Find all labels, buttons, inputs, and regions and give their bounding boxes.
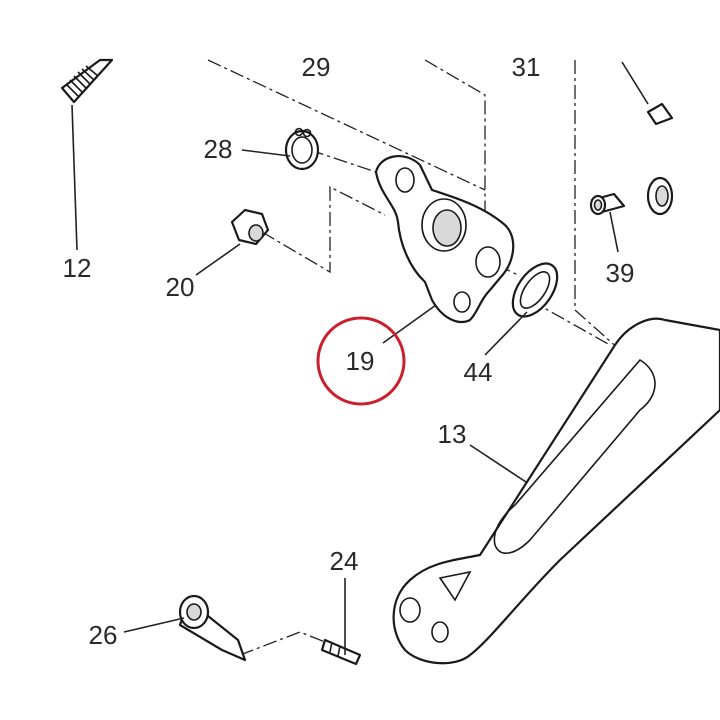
- label-44[interactable]: 44: [464, 357, 493, 387]
- assembly-line-28: [309, 149, 386, 176]
- leader-44: [484, 311, 528, 356]
- part-20-nut[interactable]: [230, 208, 270, 246]
- assembly-line-right: [574, 60, 621, 351]
- leader-39: [609, 211, 619, 253]
- part-39-bushing[interactable]: [589, 192, 626, 216]
- assembly-line-29: [207, 59, 486, 191]
- label-13[interactable]: 13: [438, 419, 467, 449]
- assembly-lines: [207, 59, 621, 656]
- leader-28: [241, 149, 291, 157]
- assembly-line-20: [261, 185, 386, 274]
- part-26-collar[interactable]: [178, 594, 247, 662]
- label-20[interactable]: 20: [166, 272, 195, 302]
- label-24[interactable]: 24: [330, 546, 359, 576]
- part-28-circlip[interactable]: [284, 127, 320, 171]
- label-39[interactable]: 39: [606, 258, 635, 288]
- assembly-line-44: [529, 299, 611, 346]
- label-19[interactable]: 19: [346, 346, 375, 376]
- label-28[interactable]: 28: [204, 134, 233, 164]
- part-number-labels: 29 31 28 12 20 39 19 44 13 24 26: [63, 52, 635, 650]
- leader-19: [382, 304, 437, 344]
- leader-20: [195, 243, 241, 276]
- leader-12: [71, 104, 78, 251]
- part-44-washer[interactable]: [504, 256, 566, 325]
- part-24-bolt[interactable]: [320, 638, 362, 666]
- part-19-bracket[interactable]: [374, 155, 515, 324]
- label-31[interactable]: 31: [512, 52, 541, 82]
- part-edge-ring: [646, 176, 674, 216]
- label-12[interactable]: 12: [63, 253, 92, 283]
- leader-26: [123, 617, 185, 633]
- part-13-stand-arm[interactable]: [392, 317, 720, 665]
- leader-edge: [621, 61, 649, 105]
- highlight-circle: [316, 316, 406, 406]
- part-12-threaded-rod[interactable]: [60, 58, 114, 104]
- part-edge-pin: [646, 102, 674, 126]
- label-29[interactable]: 29: [302, 52, 331, 82]
- leader-lines: [71, 61, 649, 655]
- assembly-line-31: [424, 59, 486, 250]
- label-26[interactable]: 26: [89, 620, 118, 650]
- leader-13: [469, 444, 527, 483]
